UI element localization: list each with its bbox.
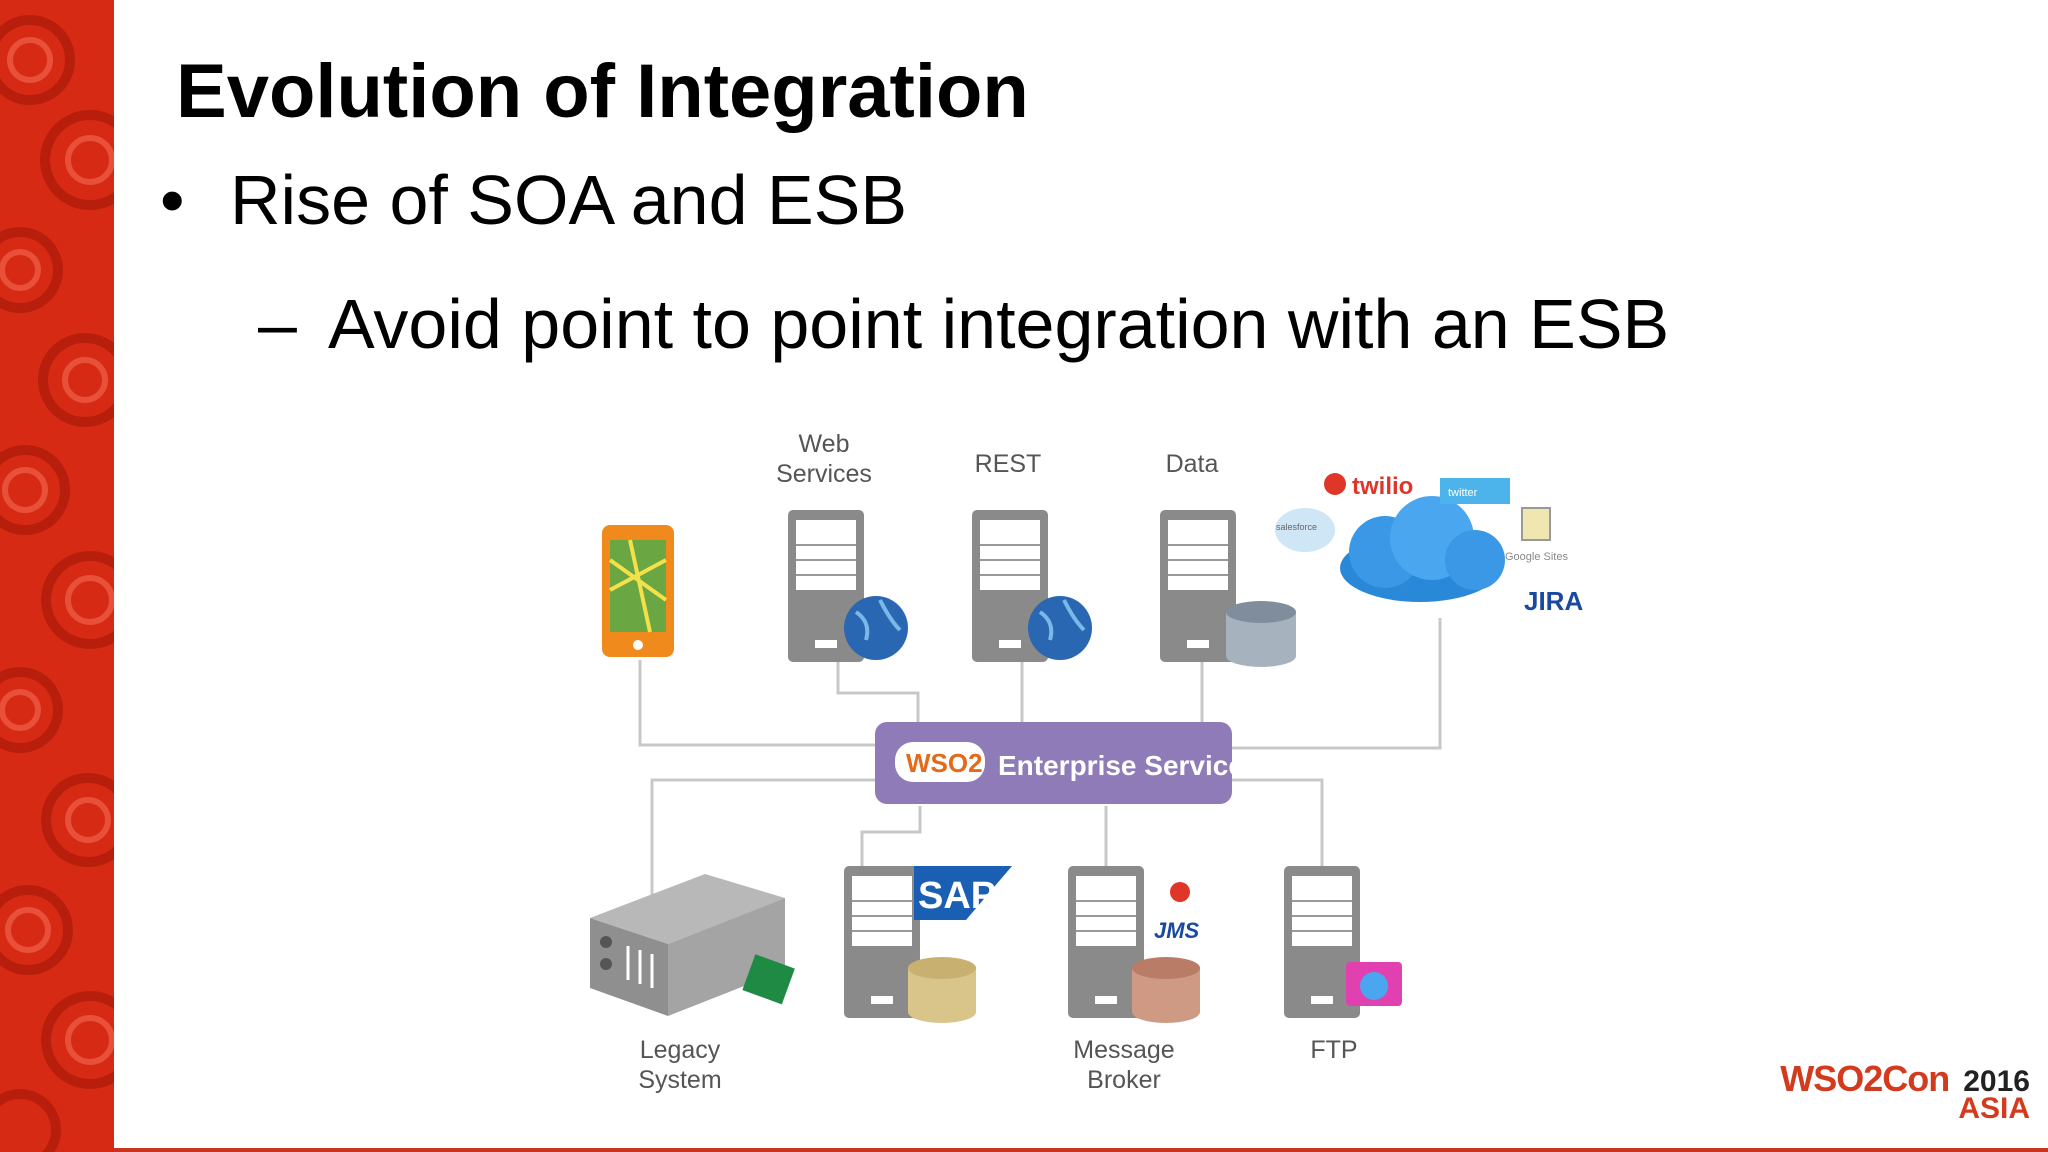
mobile-phone-icon	[602, 525, 674, 657]
globe-icon	[1028, 596, 1092, 660]
slide-title: Evolution of Integration	[176, 49, 1029, 134]
server-web-icon	[788, 510, 908, 662]
sap-logo: SAP	[918, 875, 996, 917]
sub-bullet-text: Avoid point to point integration with an…	[328, 285, 1670, 363]
logo-year: 2016	[1963, 1065, 2030, 1098]
label-legacy-1: Legacy	[640, 1036, 721, 1064]
server-data-icon	[1160, 510, 1296, 667]
diagram-labels: Web Services REST Data Legacy System Mes…	[638, 430, 1357, 1094]
label-legacy-2: System	[638, 1066, 721, 1094]
sub-bullet-dash: –	[258, 285, 297, 363]
label-broker-1: Message	[1073, 1036, 1174, 1064]
server-message-broker-icon: JMS	[1068, 866, 1200, 1023]
legacy-system-icon	[590, 874, 795, 1016]
label-web-services-1: Web	[799, 430, 850, 458]
server-rest-icon	[972, 510, 1092, 662]
decorative-side-band	[0, 0, 114, 1152]
bullet-dot: •	[160, 161, 185, 239]
server-sap-icon: SAP	[844, 866, 1012, 1023]
bottom-rule	[114, 1148, 2048, 1152]
bullet-text: Rise of SOA and ESB	[230, 161, 908, 239]
bullet-item: • Rise of SOA and ESB	[160, 160, 907, 240]
label-rest: REST	[975, 450, 1042, 478]
cloud-services-icon: twilio twitter Google Sites salesforce J…	[1275, 473, 1583, 616]
server-ftp-icon	[1284, 866, 1402, 1018]
logo-brand: WSO2Con	[1780, 1058, 1950, 1099]
wso2con-logo: WSO2Con 2016 ASIA	[1780, 1058, 2030, 1126]
label-ftp: FTP	[1310, 1036, 1357, 1064]
sap-logo-shape	[914, 866, 1012, 920]
label-web-services-2: Services	[776, 460, 872, 488]
wso2-logo: WSO2	[906, 748, 983, 778]
google-sites-logo: Google Sites	[1505, 551, 1568, 563]
jms-logo: JMS	[1154, 918, 1200, 943]
logo-region: ASIA	[1958, 1092, 2030, 1125]
salesforce-logo: salesforce	[1276, 522, 1317, 532]
esb-bar: WSO2 Enterprise Service Bus	[875, 722, 1305, 804]
esb-label: Enterprise Service Bus	[998, 750, 1305, 781]
java-icon	[1170, 882, 1190, 902]
twilio-logo: twilio	[1352, 473, 1413, 500]
jira-logo: JIRA	[1524, 586, 1583, 616]
label-broker-2: Broker	[1087, 1066, 1161, 1094]
label-data: Data	[1166, 450, 1219, 478]
google-sites-icon	[1521, 507, 1551, 541]
twitter-logo: twitter	[1448, 487, 1478, 499]
globe-icon	[844, 596, 908, 660]
side-pattern	[0, 15, 114, 1152]
